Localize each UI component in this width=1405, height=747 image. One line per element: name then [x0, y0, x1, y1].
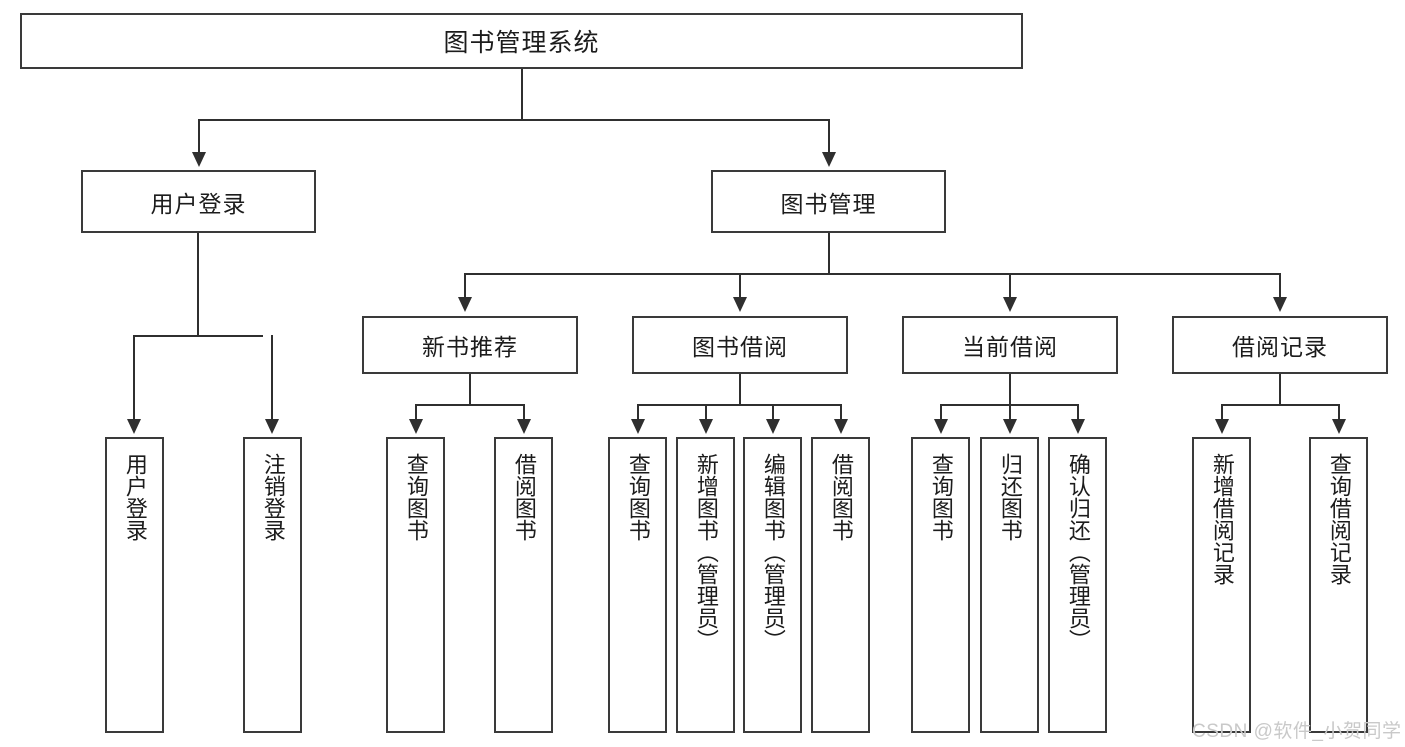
node-label: 图书管理 [780, 190, 877, 217]
connector-root-stem [521, 69, 523, 120]
connector-book-mgmt-to-borrow-record [1279, 273, 1281, 298]
connector-user-login-bar [133, 335, 263, 337]
arrowhead-book-borrow-leaf-1 [699, 419, 713, 434]
connector-user-login-to-leaf-1 [271, 335, 273, 420]
connector-book-borrow-stem [739, 374, 741, 406]
node-label: 当前借阅 [962, 334, 1058, 360]
node-label: 借阅记录 [1232, 334, 1328, 360]
arrowhead-root-to-user-login [192, 152, 206, 167]
connector-borrow-record-stem [1279, 374, 1281, 406]
leaf-label: 确认归还（管理员） [1065, 453, 1091, 651]
leaf-label: 新增图书（管理员） [693, 453, 719, 651]
node-book-borrow[interactable]: 图书借阅 [632, 316, 848, 374]
connector-current-borrow-to-leaf-0 [940, 404, 942, 420]
connector-book-mgmt-to-book-borrow [739, 273, 741, 298]
connector-book-mgmt-bar [464, 273, 1280, 275]
connector-book-borrow-bar [637, 404, 842, 406]
arrowhead-current-borrow-leaf-2 [1071, 419, 1085, 434]
connector-book-borrow-to-leaf-1 [705, 404, 707, 420]
connector-borrow-record-to-leaf-0 [1221, 404, 1223, 420]
connector-current-borrow-to-leaf-1 [1009, 404, 1011, 420]
connector-current-borrow-to-leaf-2 [1077, 404, 1079, 420]
leaf-label: 注销登录 [260, 453, 286, 541]
node-label: 用户登录 [150, 190, 247, 217]
leaf-label: 用户登录 [122, 453, 148, 541]
arrowhead-book-borrow-leaf-3 [834, 419, 848, 434]
connector-user-login-to-leaf-0 [133, 335, 135, 420]
node-new-book-recommend[interactable]: 新书推荐 [362, 316, 578, 374]
leaf-label: 归还图书 [997, 453, 1023, 541]
arrowhead-current-borrow-leaf-0 [934, 419, 948, 434]
arrowhead-book-mgmt-new-book [458, 297, 472, 312]
arrowhead-book-mgmt-borrow-record [1273, 297, 1287, 312]
arrowhead-user-login-leaf-0 [127, 419, 141, 434]
node-book-management[interactable]: 图书管理 [711, 170, 946, 233]
leaf-book-borrow-0[interactable]: 查询图书 [608, 437, 667, 733]
arrowhead-book-borrow-leaf-2 [766, 419, 780, 434]
connector-book-mgmt-stem [828, 233, 830, 275]
arrowhead-current-borrow-leaf-1 [1003, 419, 1017, 434]
leaf-book-borrow-3[interactable]: 借阅图书 [811, 437, 870, 733]
node-label: 新书推荐 [422, 334, 518, 360]
connector-book-mgmt-to-new-book [464, 273, 466, 298]
leaf-book-borrow-1[interactable]: 新增图书（管理员） [676, 437, 735, 733]
leaf-new-book-recommend-1[interactable]: 借阅图书 [494, 437, 553, 733]
leaf-user-login-1[interactable]: 注销登录 [243, 437, 302, 733]
connector-new-book-to-leaf-1 [523, 404, 525, 420]
arrowhead-new-book-leaf-0 [409, 419, 423, 434]
leaf-label: 借阅图书 [511, 453, 537, 541]
leaf-label: 借阅图书 [828, 453, 854, 541]
node-label: 图书借阅 [692, 334, 788, 360]
arrowhead-user-login-leaf-1 [265, 419, 279, 434]
connector-user-login-stem [197, 233, 199, 337]
leaf-label: 查询图书 [625, 453, 651, 541]
leaf-current-borrow-0[interactable]: 查询图书 [911, 437, 970, 733]
arrowhead-new-book-leaf-1 [517, 419, 531, 434]
connector-borrow-record-bar [1221, 404, 1340, 406]
connector-book-borrow-to-leaf-0 [637, 404, 639, 420]
connector-root-to-book-mgmt [828, 119, 830, 153]
leaf-borrow-record-0[interactable]: 新增借阅记录 [1192, 437, 1251, 733]
arrowhead-book-borrow-leaf-0 [631, 419, 645, 434]
leaf-label: 新增借阅记录 [1209, 453, 1235, 585]
node-borrow-record[interactable]: 借阅记录 [1172, 316, 1388, 374]
arrowhead-borrow-record-leaf-0 [1215, 419, 1229, 434]
leaf-current-borrow-1[interactable]: 归还图书 [980, 437, 1039, 733]
connector-book-borrow-to-leaf-2 [772, 404, 774, 420]
connector-current-borrow-stem [1009, 374, 1011, 406]
connector-book-borrow-to-leaf-3 [840, 404, 842, 420]
node-root-library-system[interactable]: 图书管理系统 [20, 13, 1023, 69]
leaf-label: 查询图书 [928, 453, 954, 541]
connector-root-bar [198, 119, 830, 121]
arrowhead-root-to-book-mgmt [822, 152, 836, 167]
node-current-borrow[interactable]: 当前借阅 [902, 316, 1118, 374]
arrowhead-book-mgmt-book-borrow [733, 297, 747, 312]
leaf-label: 查询借阅记录 [1326, 453, 1352, 585]
connector-root-to-user-login [198, 119, 200, 153]
connector-new-book-stem [469, 374, 471, 406]
leaf-label: 查询图书 [403, 453, 429, 541]
arrowhead-borrow-record-leaf-1 [1332, 419, 1346, 434]
connector-book-mgmt-to-current-borrow [1009, 273, 1011, 298]
leaf-book-borrow-2[interactable]: 编辑图书（管理员） [743, 437, 802, 733]
connector-new-book-bar [415, 404, 525, 406]
leaf-label: 编辑图书（管理员） [760, 453, 786, 651]
leaf-current-borrow-2[interactable]: 确认归还（管理员） [1048, 437, 1107, 733]
connector-new-book-to-leaf-0 [415, 404, 417, 420]
leaf-user-login-0[interactable]: 用户登录 [105, 437, 164, 733]
node-user-login[interactable]: 用户登录 [81, 170, 316, 233]
node-label: 图书管理系统 [443, 29, 600, 57]
leaf-new-book-recommend-0[interactable]: 查询图书 [386, 437, 445, 733]
leaf-borrow-record-1[interactable]: 查询借阅记录 [1309, 437, 1368, 733]
arrowhead-book-mgmt-current-borrow [1003, 297, 1017, 312]
connector-borrow-record-to-leaf-1 [1338, 404, 1340, 420]
